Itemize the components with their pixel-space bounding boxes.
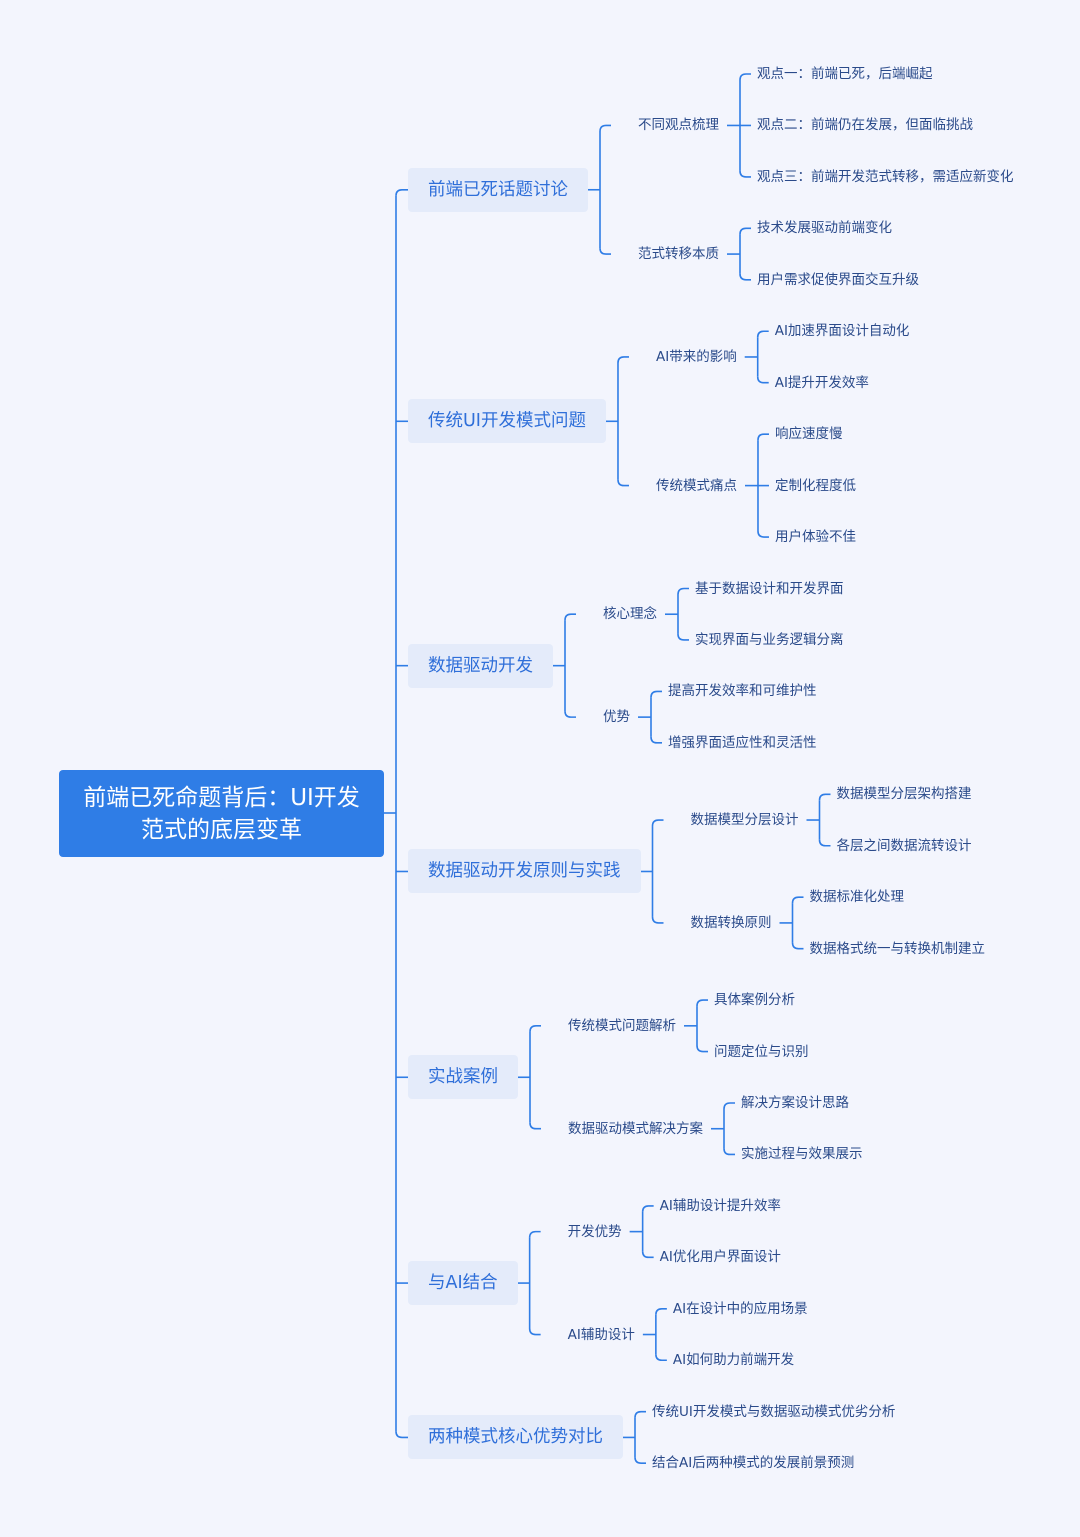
connector-line — [696, 999, 708, 1007]
leaf-topic[interactable]: AI如何助力前端开发 — [672, 1352, 795, 1369]
connector-line — [641, 1251, 654, 1259]
connector-line — [650, 736, 662, 744]
branch-topic[interactable]: 实战案例 — [408, 1055, 518, 1100]
root-topic[interactable]: 前端已死命题背后：UI开发范式的底层变革 — [59, 770, 384, 857]
leaf-topic[interactable]: 传统UI开发模式与数据驱动模式优劣分析 — [652, 1403, 896, 1420]
leaf-topic[interactable]: 定制化程度低 — [774, 477, 856, 494]
connector-line — [651, 916, 664, 924]
sub-topic[interactable]: 核心理念 — [603, 606, 657, 623]
leaf-topic[interactable]: 用户需求促使界面交互升级 — [757, 271, 919, 288]
connector-line — [818, 793, 831, 801]
connector-line — [599, 124, 611, 132]
leaf-topic[interactable]: 增强界面适应性和灵活性 — [668, 734, 817, 751]
connector-line — [818, 839, 831, 847]
connector-line — [757, 433, 769, 441]
connector-line — [739, 273, 751, 281]
connector-line — [395, 188, 408, 196]
sub-topic[interactable]: 数据模型分层设计 — [690, 812, 799, 829]
leaf-topic[interactable]: 响应速度慢 — [774, 426, 843, 443]
sub-topic[interactable]: 数据驱动模式解决方案 — [568, 1120, 703, 1137]
branch-topic[interactable]: 数据驱动开发原则与实践 — [408, 849, 641, 894]
sub-topic[interactable]: 优势 — [603, 709, 630, 726]
leaf-topic[interactable]: 观点二：前端仍在发展，但面临挑战 — [757, 117, 973, 134]
leaf-topic[interactable]: 观点三：前端开发范式转移，需适应新变化 — [757, 168, 1014, 185]
leaf-topic[interactable]: 具体案例分析 — [714, 992, 795, 1009]
connector-line — [564, 711, 576, 718]
connector-line — [677, 633, 689, 641]
connector-line — [757, 531, 769, 538]
branch-topic[interactable]: 与AI结合 — [408, 1261, 518, 1306]
connector-line — [696, 1045, 708, 1053]
connector-line — [634, 1410, 646, 1418]
connector-line — [739, 73, 751, 81]
connector-line — [617, 479, 629, 487]
sub-topic[interactable]: 开发优势 — [567, 1223, 622, 1240]
connector-line — [650, 690, 662, 698]
leaf-topic[interactable]: 数据模型分层架构搭建 — [836, 786, 972, 803]
connector-line — [617, 356, 629, 364]
sub-topic[interactable]: AI带来的影响 — [655, 348, 737, 365]
leaf-topic[interactable]: 技术发展驱动前端变化 — [757, 220, 892, 237]
connector-line — [739, 170, 751, 178]
connector-line — [723, 1148, 735, 1156]
connector-line — [756, 330, 769, 338]
connector-line — [655, 1354, 667, 1362]
leaf-topic[interactable]: AI提升开发效率 — [774, 374, 869, 391]
leaf-topic[interactable]: 数据标准化处理 — [809, 889, 905, 906]
connector-line — [723, 1102, 735, 1110]
sub-topic[interactable]: 数据转换原则 — [690, 914, 772, 931]
connector-line — [677, 587, 689, 595]
branch-topic[interactable]: 两种模式核心优势对比 — [408, 1415, 623, 1460]
connector-line — [529, 1122, 541, 1130]
sub-topic[interactable]: 不同观点梳理 — [638, 117, 719, 134]
leaf-topic[interactable]: 解决方案设计思路 — [741, 1095, 849, 1111]
connector-line — [655, 1308, 667, 1315]
leaf-topic[interactable]: AI加速界面设计自动化 — [774, 323, 910, 340]
leaf-topic[interactable]: 用户体验不佳 — [774, 529, 856, 546]
connector-line — [529, 1025, 541, 1032]
connector-line — [564, 613, 576, 621]
sub-topic[interactable]: 传统模式问题解析 — [568, 1017, 676, 1034]
sub-topic[interactable]: AI辅助设计 — [567, 1326, 635, 1343]
branch-topic[interactable]: 传统UI开发模式问题 — [408, 399, 606, 444]
connector-line — [395, 1431, 408, 1439]
connector-line — [634, 1457, 646, 1464]
leaf-topic[interactable]: 观点一：前端已死，后端崛起 — [757, 66, 933, 82]
sub-topic[interactable]: 范式转移本质 — [638, 246, 719, 263]
leaf-topic[interactable]: AI在设计中的应用场景 — [672, 1300, 808, 1317]
leaf-topic[interactable]: 结合AI后两种模式的发展前景预测 — [652, 1455, 855, 1472]
connector-line — [528, 1328, 541, 1336]
leaf-topic[interactable]: 提高开发效率和可维护性 — [668, 683, 817, 700]
branch-topic[interactable]: 前端已死话题讨论 — [408, 167, 588, 212]
connector-line — [756, 376, 769, 384]
leaf-topic[interactable]: 实现界面与业务逻辑分离 — [695, 631, 844, 648]
leaf-topic[interactable]: 问题定位与识别 — [714, 1043, 809, 1060]
connector-line — [641, 1205, 654, 1212]
connector-line — [739, 227, 751, 235]
connector-line — [599, 248, 611, 255]
leaf-topic[interactable]: 数据格式统一与转换机制建立 — [809, 940, 986, 957]
leaf-topic[interactable]: AI辅助设计提升效率 — [659, 1197, 781, 1214]
connector-line — [791, 942, 804, 950]
leaf-topic[interactable]: 实施过程与效果展示 — [741, 1146, 863, 1163]
connector-line — [528, 1230, 541, 1238]
connector-line — [791, 896, 804, 904]
connector-line — [651, 819, 664, 827]
leaf-topic[interactable]: 基于数据设计和开发界面 — [695, 580, 844, 597]
leaf-topic[interactable]: 各层之间数据流转设计 — [836, 837, 972, 854]
branch-topic[interactable]: 数据驱动开发 — [408, 643, 553, 688]
sub-topic[interactable]: 传统模式痛点 — [655, 477, 737, 494]
leaf-topic[interactable]: AI优化用户界面设计 — [659, 1249, 781, 1266]
